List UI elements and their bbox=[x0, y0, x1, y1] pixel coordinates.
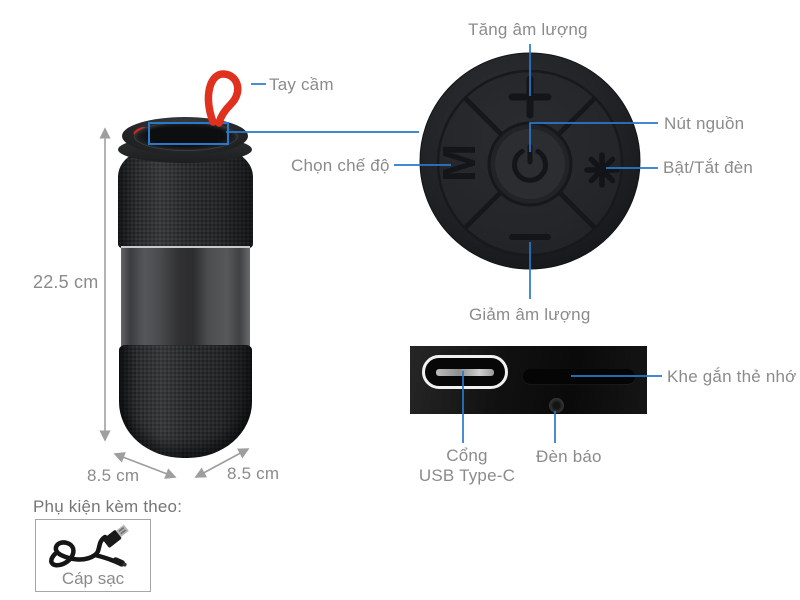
mode-button-glyph: M bbox=[433, 144, 485, 182]
light-button-icon bbox=[584, 152, 620, 188]
height-dimension-label: 22.5 cm bbox=[33, 272, 99, 292]
usb-port-label: Cổng USB Type-C bbox=[415, 446, 519, 486]
memory-card-slot-label: Khe gắn thẻ nhớ bbox=[667, 367, 797, 386]
speaker-bottom-mesh bbox=[119, 345, 252, 458]
volume-up-label: Tăng âm lượng bbox=[468, 20, 588, 39]
top-view-highlight-rect bbox=[148, 122, 229, 145]
indicator-light-label: Đèn báo bbox=[536, 447, 602, 466]
power-button-label: Nút nguồn bbox=[664, 114, 745, 133]
accessories-heading: Phụ kiện kèm theo: bbox=[33, 497, 183, 516]
accessory-item-label: Cáp sạc bbox=[61, 569, 125, 588]
power-callout-line bbox=[529, 122, 658, 152]
usb-port-label-line2: USB Type-C bbox=[418, 466, 516, 485]
accessory-box: Cáp sạc bbox=[35, 519, 151, 592]
led-indicator bbox=[549, 398, 564, 413]
usb-c-tongue bbox=[436, 369, 494, 376]
dimension-arrows bbox=[99, 127, 250, 479]
width-dimension-arrow bbox=[113, 452, 177, 479]
light-toggle-label: Bật/Tắt đèn bbox=[663, 158, 754, 177]
handle-strap bbox=[204, 70, 242, 127]
usb-c-connector bbox=[112, 557, 127, 567]
volume-down-label: Giảm âm lượng bbox=[469, 305, 591, 324]
depth-dimension-arrow bbox=[194, 448, 250, 478]
mode-select-label: Chọn chế độ bbox=[291, 156, 390, 175]
speaker-top-mesh bbox=[118, 149, 253, 248]
usb-port-label-line1: Cổng bbox=[446, 446, 488, 465]
charging-cable-icon bbox=[49, 524, 129, 568]
usb-a-connector bbox=[103, 524, 129, 548]
usb-c-port bbox=[422, 355, 508, 389]
handle-label: Tay cầm bbox=[269, 75, 334, 94]
callout-lines bbox=[226, 44, 662, 443]
ports-panel bbox=[410, 346, 647, 414]
control-pad: M bbox=[419, 52, 641, 270]
